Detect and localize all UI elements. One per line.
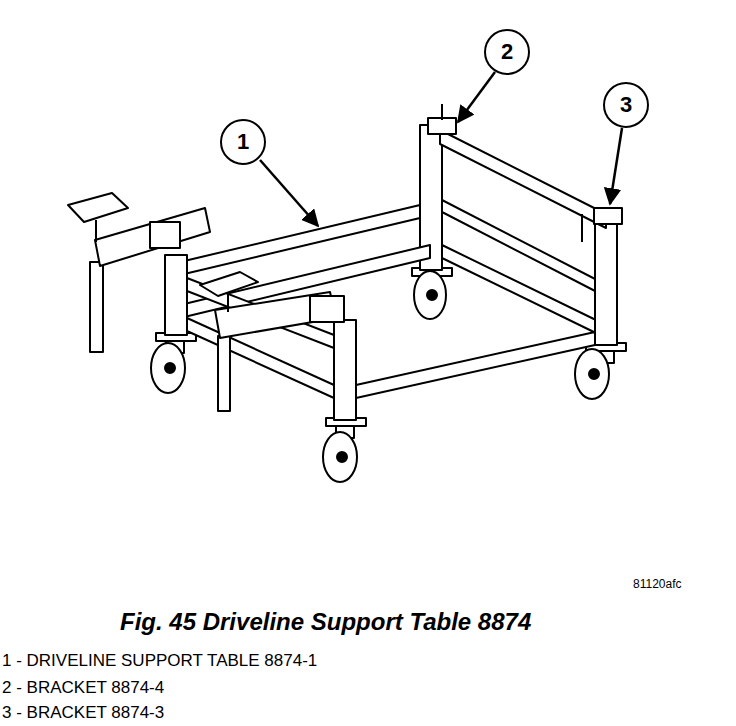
legend-line: 2 - BRACKET 8874-4 [2, 679, 164, 698]
legend-line: 1 - DRIVELINE SUPPORT TABLE 8874-1 [2, 652, 317, 671]
callout-circle: 1 [220, 119, 266, 165]
callout-circle: 3 [603, 82, 649, 128]
callout-number: 3 [620, 94, 632, 116]
callout-number: 1 [237, 131, 249, 153]
callout-number: 2 [501, 41, 513, 63]
figure-code: 81120afc [633, 578, 682, 591]
callout-circle: 2 [484, 29, 530, 75]
legend-line: 3 - BRACKET 8874-3 [2, 704, 164, 723]
figure-caption: Fig. 45 Driveline Support Table 8874 [120, 609, 531, 635]
